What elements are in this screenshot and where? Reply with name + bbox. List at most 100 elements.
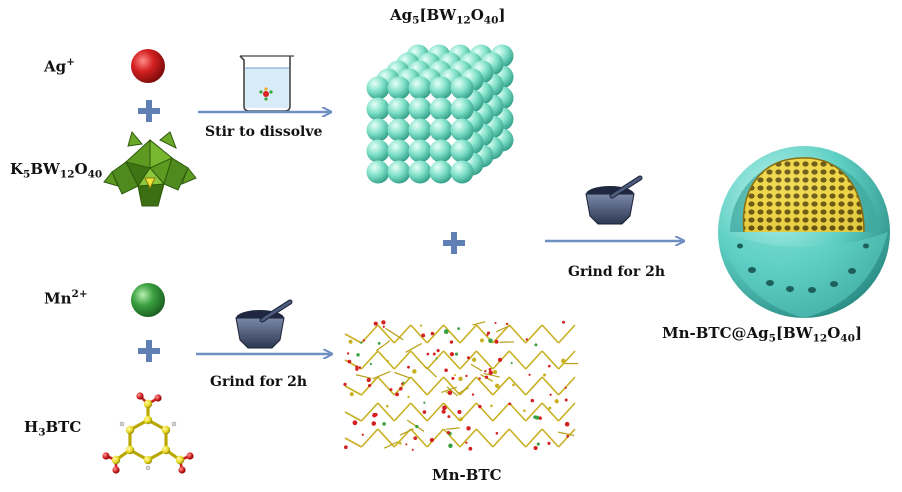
cube-sphere — [366, 76, 390, 100]
framework-atom — [458, 376, 463, 382]
framework-atom — [542, 373, 547, 377]
framework-atom — [494, 339, 499, 344]
polyoxometalate-cluster — [103, 130, 197, 207]
framework-atom — [566, 435, 569, 438]
framework-atom — [444, 368, 448, 373]
framework-bond — [508, 428, 527, 448]
framework-atom — [457, 409, 462, 415]
framework-bond — [377, 376, 395, 396]
mn-btc-framework — [343, 320, 579, 451]
framework-bond — [426, 324, 445, 344]
framework-atom — [512, 383, 515, 387]
framework-bond — [383, 441, 399, 449]
framework-bond — [425, 366, 437, 378]
framework-bond — [557, 428, 576, 448]
cube-sphere — [366, 97, 390, 121]
framework-bond — [442, 402, 461, 422]
framework-atom — [399, 387, 403, 391]
framework-atom — [400, 382, 404, 385]
framework-atom — [466, 426, 471, 431]
framework-atom — [446, 430, 451, 435]
framework-bond — [541, 324, 560, 344]
framework-bond — [558, 431, 575, 437]
framework-bond — [470, 363, 483, 372]
framework-atom — [369, 362, 373, 366]
framework-bond — [377, 402, 395, 422]
framework-atom — [352, 420, 358, 426]
framework-atom — [447, 415, 451, 419]
framework-atom — [478, 404, 482, 409]
mn-btc-label: Mn-BTC — [432, 466, 502, 484]
framework-atom — [385, 404, 389, 408]
framework-atom — [413, 436, 418, 441]
framework-atom — [366, 377, 371, 383]
framework-atom — [360, 341, 363, 344]
framework-bond — [475, 350, 494, 370]
framework-bond — [492, 324, 510, 344]
framework-atom — [508, 402, 512, 406]
framework-atom — [525, 338, 529, 341]
cube-sphere — [429, 139, 453, 163]
framework-atom — [355, 365, 359, 369]
h3btc-label: H3BTC — [24, 418, 82, 439]
cube-sphere — [408, 160, 432, 184]
framework-atom — [445, 391, 448, 394]
framework-bond — [492, 402, 510, 422]
framework-bond — [541, 428, 560, 448]
framework-bond — [426, 350, 445, 370]
framework-atom — [405, 443, 408, 446]
plus-icon — [138, 340, 160, 362]
framework-bond — [492, 428, 510, 448]
framework-bond — [459, 376, 478, 396]
framework-bond — [410, 376, 428, 396]
framework-bond — [399, 428, 414, 436]
framework-atom — [536, 442, 540, 446]
framework-atom — [494, 383, 500, 389]
ag5-bw12o40-label: Ag5[BW12O40] — [390, 6, 506, 27]
framework-atom — [398, 442, 402, 445]
beaker-icon — [239, 55, 294, 112]
framework-bond — [372, 370, 391, 380]
framework-bond — [410, 350, 428, 370]
framework-atom — [533, 445, 538, 451]
framework-atom — [480, 338, 484, 343]
framework-atom — [377, 342, 381, 345]
grind-step-label-bottom: Grind for 2h — [210, 374, 308, 390]
framework-atom — [347, 359, 352, 364]
framework-bond — [459, 402, 478, 422]
framework-bond — [360, 350, 379, 370]
framework-bond — [410, 428, 428, 448]
framework-bond — [394, 371, 411, 379]
framework-atom — [382, 422, 386, 426]
framework-bond — [375, 340, 391, 352]
framework-atom — [346, 352, 350, 355]
framework-bond — [426, 376, 445, 396]
cube-sphere — [408, 139, 432, 163]
framework-atom — [488, 368, 492, 371]
k5bw12o40-label: K5BW12O40 — [10, 160, 103, 181]
ag-ion-sphere — [131, 49, 165, 83]
framework-bond — [541, 376, 560, 396]
framework-atom — [492, 370, 498, 375]
framework-atom — [530, 398, 535, 403]
framework-bond — [445, 427, 460, 430]
framework-bond — [344, 333, 362, 344]
framework-atom — [465, 441, 468, 444]
cube-sphere — [387, 160, 411, 184]
framework-atom — [510, 361, 513, 364]
framework-bond — [495, 324, 511, 333]
cube-sphere — [429, 76, 453, 100]
framework-atom — [368, 383, 372, 388]
framework-bond — [557, 376, 576, 396]
framework-bond — [492, 376, 510, 396]
framework-bond — [508, 376, 527, 396]
cube-sphere — [366, 160, 390, 184]
framework-atom — [411, 448, 414, 451]
framework-atom — [457, 327, 461, 331]
framework-bond — [442, 428, 461, 448]
framework-atom — [523, 409, 526, 412]
framework-bond — [442, 350, 461, 370]
framework-atom — [423, 401, 426, 404]
framework-bond — [525, 428, 543, 448]
framework-atom — [564, 398, 568, 402]
